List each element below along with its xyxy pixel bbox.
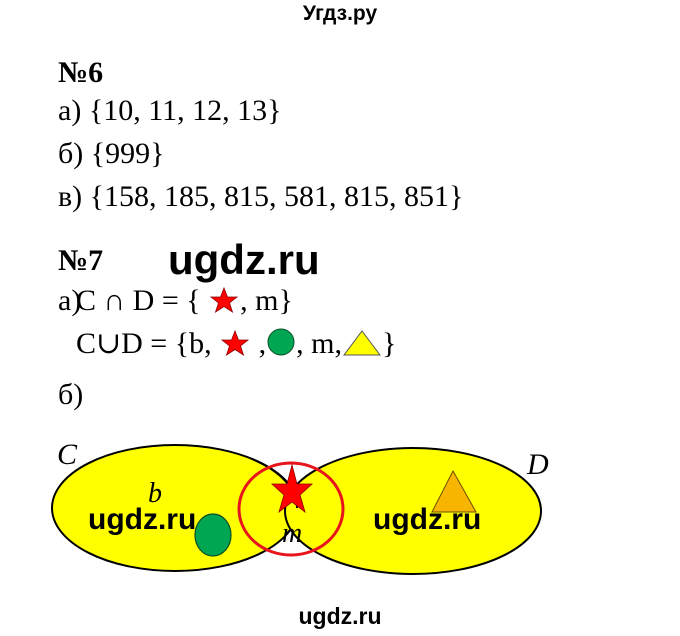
union-left: C∪D = {b,: [76, 327, 212, 360]
set-c-label: C: [57, 438, 78, 471]
union-line: C∪D = {b, , , m,}: [76, 326, 396, 361]
site-header-title: Угдз.ру: [302, 2, 378, 25]
green-circle-icon: [194, 513, 232, 557]
task-6-line-a: а) {10, 11, 12, 13}: [58, 94, 282, 128]
watermark-right: ugdz.ru: [373, 503, 482, 536]
task-7-title: №7: [58, 244, 104, 277]
element-b: b: [148, 478, 162, 509]
yellow-triangle-icon: [342, 330, 381, 356]
line-value: {10, 11, 12, 13}: [88, 94, 282, 127]
intersection-left: C ∩ D = {: [76, 284, 201, 317]
task-6-line-b: б) {999}: [58, 137, 165, 171]
line-label: а): [58, 94, 82, 127]
task-6-title: №6: [58, 56, 104, 89]
task-7-a-label: а): [58, 284, 82, 317]
intersection-ring: [237, 461, 345, 557]
union-sep: ,: [251, 327, 267, 360]
task-6-line-c: в) {158, 185, 815, 581, 815, 851}: [58, 180, 463, 214]
red-star-icon: [210, 286, 239, 313]
line-value: {158, 185, 815, 581, 815, 851}: [89, 180, 464, 213]
line-label: б): [58, 137, 84, 170]
intersection-right: , m}: [240, 284, 293, 317]
green-circle-icon: [267, 328, 295, 356]
red-star-icon: [221, 329, 250, 356]
set-d-label: D: [526, 448, 549, 481]
element-m: m: [282, 518, 302, 549]
task-7-b-label: б): [58, 378, 84, 411]
line-label: в): [58, 180, 83, 213]
watermark-main: ugdz.ru: [168, 236, 320, 283]
watermark-bottom: ugdz.ru: [298, 603, 382, 629]
star-icon: [270, 463, 314, 514]
set-d-ellipse: [284, 447, 542, 575]
union-m: , m,: [296, 327, 342, 360]
watermark-left: ugdz.ru: [88, 503, 197, 536]
line-value: {999}: [90, 137, 165, 170]
union-end: }: [381, 327, 397, 360]
intersection-line: C ∩ D = { , m}: [76, 284, 293, 318]
triangle-icon: [431, 469, 477, 513]
